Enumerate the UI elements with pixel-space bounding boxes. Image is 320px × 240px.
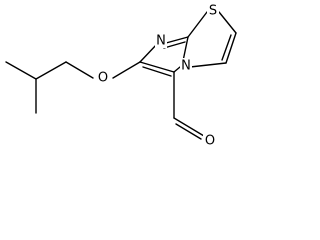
bond-cho-oxygen-double xyxy=(175,123,202,140)
bond-n4-c5 xyxy=(173,66,181,73)
bond-n7-c7a-double xyxy=(163,41,186,49)
bond-ch-ch2 xyxy=(35,61,67,80)
label-bg-nitrogen-bridge xyxy=(180,58,192,73)
molecule-structure: N N S O O xyxy=(5,3,237,149)
bond-c3-n4 xyxy=(189,62,227,68)
bond-n7-c7a xyxy=(165,36,189,44)
label-bg-nitrogen-ring xyxy=(155,33,167,48)
label-bg-oxygen-aldehyde xyxy=(203,133,216,148)
bond-cho-oxygen xyxy=(173,117,205,137)
atom-sulfur: S xyxy=(209,4,217,19)
bond-s1-c2 xyxy=(218,11,237,34)
bond-c6-c5 xyxy=(139,61,175,73)
atom-nitrogen-ring: N xyxy=(156,34,166,49)
label-bg-oxygen-ether xyxy=(96,70,109,85)
bond-c2-c3-double xyxy=(221,34,232,61)
bond-ch2-oxygen xyxy=(65,61,94,79)
bond-c6-c5-double xyxy=(142,66,172,77)
atom-oxygen-ether: O xyxy=(98,71,108,86)
atom-oxygen-aldehyde: O xyxy=(205,134,215,149)
atom-nitrogen-bridge: N xyxy=(181,59,191,74)
bond-methyl1-ch xyxy=(5,61,37,80)
bond-c7a-n4 xyxy=(182,36,189,62)
label-bg-sulfur xyxy=(207,3,219,18)
bond-c7a-s1 xyxy=(187,11,208,38)
bond-oxygen-c6 xyxy=(112,61,141,79)
bond-c2-c3 xyxy=(225,32,237,64)
